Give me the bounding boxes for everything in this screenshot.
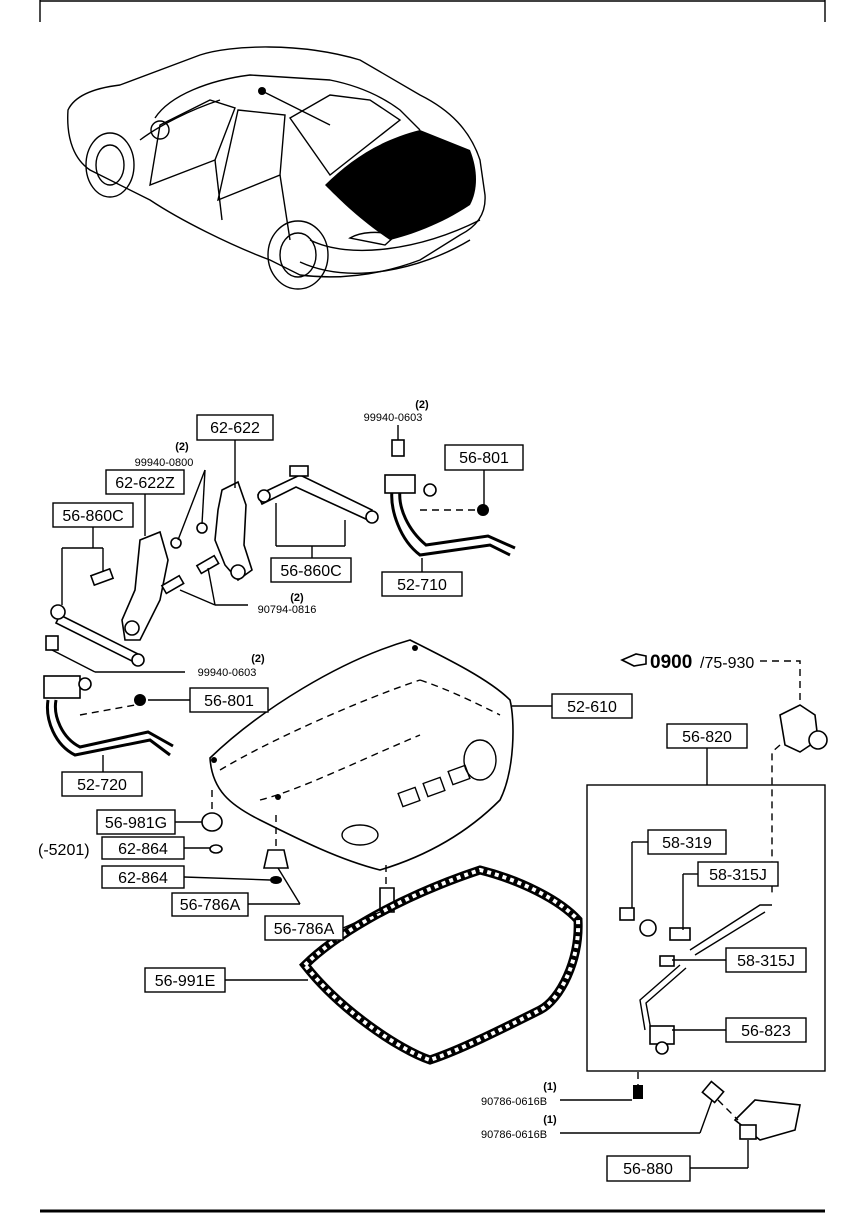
callout-label: 52-710	[397, 577, 447, 594]
callout-62-622z: 62-622Z	[105, 469, 185, 495]
callout-label: 56-786A	[180, 897, 241, 914]
hinge-assembly-illustration	[43, 439, 516, 757]
fastener-code: 99940-0603	[198, 667, 257, 679]
hand-pointer-icon	[620, 653, 647, 667]
callout-label: 58-315J	[737, 953, 795, 970]
fastener-qty: (1)	[543, 1114, 557, 1126]
callout-56-981g: 56-981G	[96, 809, 176, 835]
callout-label: 56-981G	[105, 815, 167, 832]
bumper-and-clip-parts	[201, 790, 395, 913]
callout-56-786a-b: 56-786A	[264, 915, 344, 941]
callout-56-786a-a: 56-786A	[171, 892, 249, 917]
callout-label: 56-801	[204, 693, 254, 710]
leader-lines	[51, 425, 749, 1169]
callout-label: 56-991E	[155, 973, 216, 990]
fastener-qty: (1)	[543, 1081, 557, 1093]
fastener-code: 90786-0616B	[481, 1096, 547, 1108]
fastener-qty: (2)	[415, 399, 429, 411]
fastener-code: 99940-0800	[135, 457, 194, 469]
callout-56-801-mid: 56-801	[189, 687, 269, 713]
callout-56-991e: 56-991E	[144, 967, 226, 993]
serial-range-note: (-5201)	[38, 842, 90, 859]
callout-label: 62-622Z	[115, 475, 175, 492]
callout-label: 56-820	[682, 729, 732, 746]
fastener-code: 99940-0603	[364, 412, 423, 424]
fastener-qty: (2)	[175, 441, 189, 453]
callout-56-801-top: 56-801	[444, 444, 524, 471]
callout-52-610: 52-610	[551, 693, 633, 719]
callout-56-823: 56-823	[725, 1017, 807, 1043]
reference-0900-75-930: 0900 /75-930	[620, 652, 772, 673]
fastener-90794-0816: (2) 90794-0816	[258, 592, 317, 616]
fastener-99940-0603-mid: (2) 99940-0603	[198, 653, 265, 679]
callout-52-720: 52-720	[61, 771, 143, 797]
callout-56-820: 56-820	[666, 723, 748, 749]
callout-52-710: 52-710	[381, 571, 463, 597]
callout-label: 56-860C	[62, 508, 123, 525]
callout-label: 56-801	[459, 450, 509, 467]
callout-56-860c-right: 56-860C	[270, 557, 352, 583]
callout-label: 56-880	[623, 1161, 673, 1178]
fastener-code: 90786-0616B	[481, 1129, 547, 1141]
callout-label: 56-860C	[280, 563, 341, 580]
callout-62-622: 62-622	[196, 414, 274, 441]
callout-label: 56-786A	[274, 921, 335, 938]
trunk-lid-illustration	[209, 639, 514, 871]
fastener-99940-0603-top: (2) 99940-0603	[364, 399, 429, 424]
callout-62-864-b: 62-864	[101, 865, 185, 889]
callout-label: 52-720	[77, 777, 127, 794]
fastener-qty: (2)	[290, 592, 304, 604]
callout-label: 58-319	[662, 835, 712, 852]
weatherstrip-illustration	[299, 865, 583, 1065]
callout-58-315j-b: 58-315J	[725, 947, 807, 973]
callout-56-860c-left: 56-860C	[52, 502, 134, 528]
fastener-99940-0800: (2) 99940-0800	[135, 441, 194, 469]
callout-58-319: 58-319	[647, 829, 727, 855]
callout-62-864-a: (-5201) 62-864	[38, 836, 185, 860]
fastener-qty: (2)	[251, 653, 265, 665]
fastener-90786-0616b-b: (1) 90786-0616B	[481, 1114, 557, 1141]
callout-label: 62-864	[118, 870, 168, 887]
callout-56-880: 56-880	[606, 1155, 691, 1182]
callout-label: 58-315J	[709, 867, 767, 884]
car-overview-illustration	[67, 46, 486, 290]
lock-assembly-illustration	[619, 660, 828, 1141]
fastener-code: 90794-0816	[258, 604, 317, 616]
callout-label: 62-622	[210, 420, 260, 437]
reference-sub: /75-930	[700, 655, 754, 672]
fastener-90786-0616b-a: (1) 90786-0616B	[481, 1081, 557, 1108]
callout-label: 56-823	[741, 1023, 791, 1040]
callout-label: 62-864	[118, 841, 168, 858]
reference-main: 0900	[650, 652, 692, 673]
callout-label: 52-610	[567, 699, 617, 716]
callout-58-315j-a: 58-315J	[697, 861, 779, 887]
